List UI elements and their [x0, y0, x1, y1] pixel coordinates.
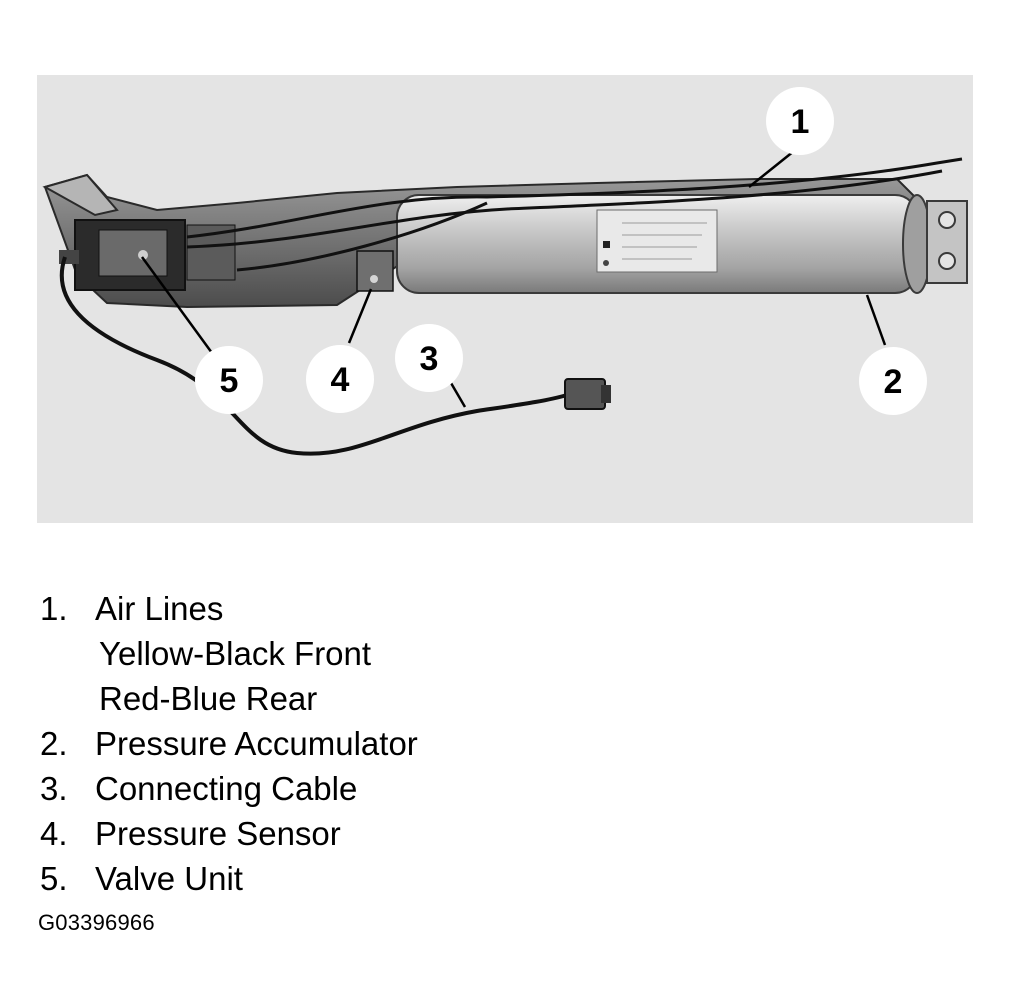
legend-item-3: 3. Connecting Cable [40, 766, 418, 811]
air-lines [186, 157, 963, 272]
svg-text:2: 2 [884, 363, 903, 401]
legend-label: Pressure Sensor [95, 815, 341, 852]
legend-item-1: 1. Air Lines Yellow-Black Front Red-Blue… [40, 586, 418, 721]
legend-number: 1. [40, 590, 68, 627]
svg-text:3: 3 [420, 340, 439, 378]
pressure-sensor [356, 250, 394, 292]
legend-subline: Yellow-Black Front [99, 635, 372, 672]
legend-item-2: 2. Pressure Accumulator [40, 721, 418, 766]
valve-unit [59, 219, 236, 291]
component-photo: 1 2 3 4 5 [37, 75, 973, 523]
svg-text:4: 4 [331, 361, 350, 399]
callout-5: 5 [195, 346, 263, 414]
callout-3: 3 [395, 324, 463, 392]
end-bracket [926, 200, 968, 284]
figure-id: G03396966 [38, 910, 155, 935]
legend-number: 3. [40, 770, 68, 807]
legend-item-5: 5. Valve Unit [40, 856, 418, 901]
legend-label: Valve Unit [95, 860, 243, 897]
pressure-accumulator [396, 194, 932, 294]
legend-label: Pressure Accumulator [95, 725, 418, 762]
callout-4: 4 [306, 345, 374, 413]
legend-item-4: 4. Pressure Sensor [40, 811, 418, 856]
callout-2: 2 [859, 347, 927, 415]
legend-number: 2. [40, 725, 68, 762]
svg-text:1: 1 [791, 103, 810, 141]
callout-1: 1 [766, 87, 834, 155]
svg-text:5: 5 [220, 362, 239, 400]
connecting-cable [59, 256, 611, 456]
legend-number: 5. [40, 860, 68, 897]
parts-legend: 1. Air Lines Yellow-Black Front Red-Blue… [40, 586, 418, 901]
legend-number: 4. [40, 815, 68, 852]
component-illustration: 1 2 3 4 5 [42, 87, 968, 456]
legend-subline: Red-Blue Rear [99, 680, 318, 717]
legend-label: Air Lines [95, 590, 224, 627]
legend-label: Connecting Cable [95, 770, 358, 807]
